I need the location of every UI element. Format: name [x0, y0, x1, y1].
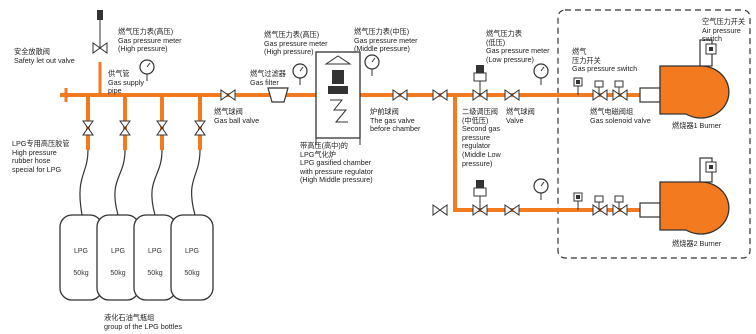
lpg-cylinder-icon — [59, 214, 214, 301]
gas-pressure-meter-label: 燃气压力表(中压) Gas pressure meter (Middle pre… — [354, 27, 418, 54]
ball-valve-icon — [432, 204, 448, 216]
ball-valve-label: 燃气球阀 Valve — [506, 107, 535, 125]
cylinder-weight: 50kg — [147, 270, 163, 277]
gasified-chamber-icon — [315, 51, 361, 145]
gas-pressure-meter-label: 燃气压力表 (低压) Gas pressure meter (Low press… — [486, 29, 550, 64]
pressure-regulator-icon — [472, 65, 488, 101]
gas-filter-label: 燃气过滤器 Gas filter — [250, 69, 286, 87]
ball-valve-icon — [504, 204, 520, 216]
gasified-chamber-label: 带高压(高中)的 LPG气化炉 LPG gasified chamber wit… — [300, 141, 374, 185]
safety-valve-label: 安全放散阀 Safety let out valve — [14, 47, 75, 65]
pressure-switch-icon — [573, 77, 583, 95]
solenoid-valve-icon — [592, 80, 628, 101]
air-pressure-switch-icon — [705, 161, 717, 173]
ball-valve-icon — [504, 89, 520, 101]
cylinder-weight: 50kg — [73, 270, 89, 277]
valve-before-chamber — [392, 89, 408, 101]
gas-pressure-meter-icon — [533, 63, 549, 86]
gas-pressure-meter-icon — [533, 178, 549, 201]
gas-filter-icon — [267, 87, 289, 103]
pressure-switch-icon — [573, 192, 583, 210]
cylinder-weight: 50kg — [110, 270, 126, 277]
cylinder-weight: 50kg — [184, 270, 200, 277]
air-pressure-switch-icon — [705, 43, 717, 55]
cylinder-name: LPG — [110, 248, 125, 255]
gas-pressure-meter-label: 燃气压力表(高压) Gas pressure meter (High press… — [264, 30, 328, 57]
gas-pressure-meter-icon — [292, 63, 308, 86]
bottles-group-label: 液化石油气瓶组 group of the LPG bottles — [104, 313, 182, 331]
second-regulator-label: 二级调压阀 (中低压) Second gas pressure regulato… — [462, 107, 501, 168]
cylinder-name: LPG — [184, 248, 199, 255]
gas-supply-pipe-label: 供气管 Gas supply pipe — [108, 69, 144, 96]
ball-valve-icon — [432, 89, 448, 101]
valve-before-chamber-label: 炉前球阀 The gas valve before chamber — [370, 107, 421, 134]
gas-solenoid-valve-label: 燃气电磁阀组 Gas solenoid valve — [590, 107, 651, 125]
gas-pressure-switch-label: 燃气 压力开关 Gas pressure switch — [572, 47, 638, 74]
pressure-regulator-icon — [472, 180, 488, 216]
gas-ball-valve-label: 燃气球阀 Gas ball valve — [214, 107, 260, 125]
burner-enclosure — [557, 9, 751, 259]
gas-ball-valve — [220, 89, 236, 101]
cylinder-name: LPG — [147, 248, 162, 255]
gas-pressure-meter-icon — [364, 54, 380, 77]
burner-2-label: 燃烧器2 Burner — [672, 239, 722, 248]
gas-pressure-meter-label: 燃气压力表(高压) Gas pressure meter (High press… — [118, 27, 182, 54]
high-pressure-hose — [79, 149, 201, 216]
high-pressure-hose-label: LPG专用高压胶管 High pressure rubber hose spec… — [12, 139, 70, 174]
air-pressure-switch-label: 空气压力开关 Air pressure switch — [702, 17, 746, 44]
ball-valve-icon — [82, 120, 206, 136]
safety-valve-icon — [92, 10, 108, 54]
burner-1-label: 燃烧器1 Burner — [672, 121, 722, 130]
cylinder-name: LPG — [73, 248, 88, 255]
solenoid-valve-icon — [592, 195, 628, 216]
